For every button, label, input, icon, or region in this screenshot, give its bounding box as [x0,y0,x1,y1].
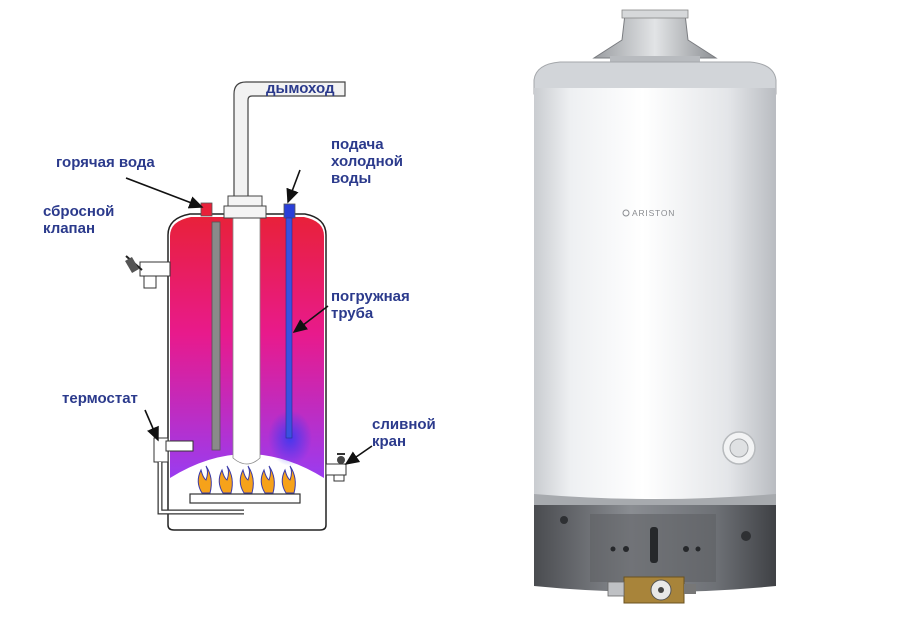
flue-hood [592,13,718,59]
valve-icon [125,255,171,289]
label-hot-water: горячая вода [56,154,155,171]
dip-tube [285,217,293,439]
burner-flame-icon [197,465,296,494]
label-relief-valve: сбросной клапан [43,203,115,237]
heater-body [534,88,776,498]
water-heater-diagram [125,81,373,531]
brand-name: ARISTON [632,208,675,218]
drain-valve [325,453,347,482]
gas-control-valve [607,576,696,604]
label-drain-valve: сливной кран [372,416,436,450]
label-thermostat: термостат [62,390,138,407]
label-dip-tube: погружная труба [331,288,410,322]
label-cold-water-supply: подача холодной воды [331,136,404,187]
chimney-pipe [233,81,346,196]
ariston-logo-icon [622,209,630,217]
burner-plate [189,493,301,504]
leader-lines [125,169,373,465]
thermostat-unit [153,437,244,515]
central-flue [233,218,260,458]
cold-water-inlet [283,203,296,219]
ariston-water-heater-photo: ARISTON [533,9,777,604]
label-chimney: дымоход [266,80,335,97]
hot-water-outlet [200,202,213,217]
